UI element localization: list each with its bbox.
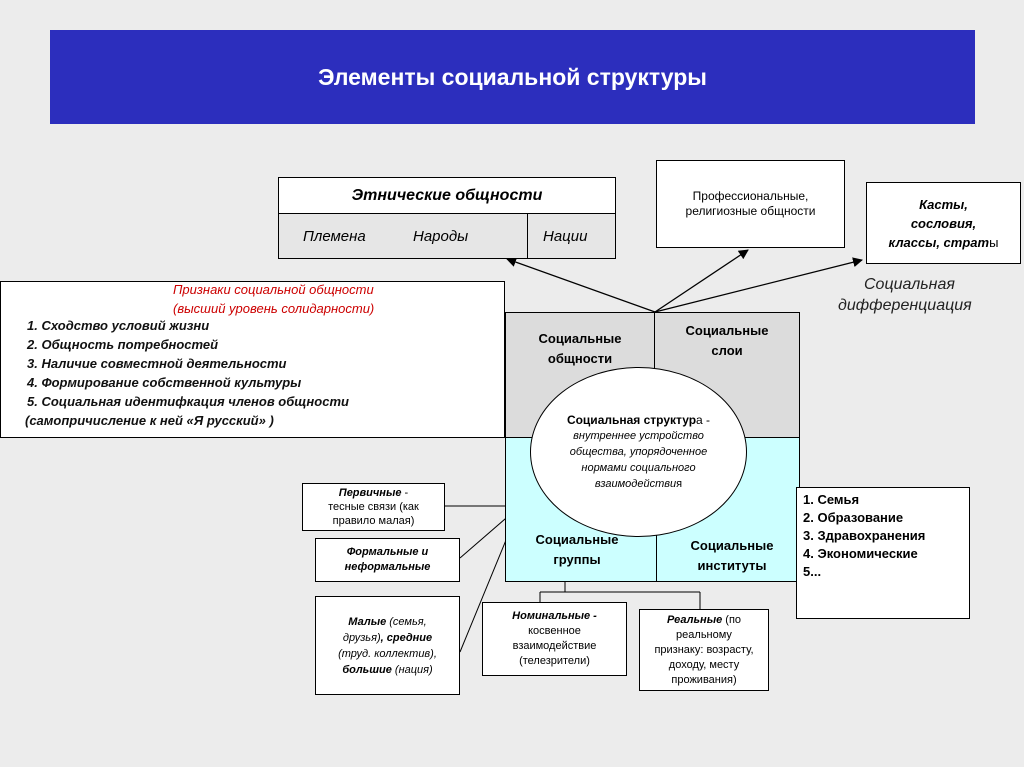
formal-line1: Формальные и — [346, 546, 429, 558]
castes-line3: классы, страты — [888, 234, 999, 250]
primary-line3: правило малая) — [332, 515, 415, 527]
nominal-line3: взаимодействие — [512, 640, 597, 652]
groups-label: Социальные группы — [535, 532, 619, 567]
structure-line4: нормами социального — [581, 462, 696, 474]
signs-heading: Признаки социальной общности (высший уро… — [173, 280, 374, 318]
professional-box: Профессиональные, религиозные общности — [656, 160, 845, 248]
signs-item: 5. Социальная идентифкация членов общнос… — [27, 394, 349, 409]
arrow-to-professional — [654, 249, 749, 313]
differentiation-label: Социальная дифференциация — [838, 274, 1018, 316]
ethnic-header: Этнические общности — [279, 178, 615, 214]
institutions-item: 3. Здравохранения — [803, 528, 926, 543]
ethnic-communities-box: Этнические общности Племена Народы Нации — [278, 177, 616, 259]
primary-line2: тесные связи (как — [328, 501, 419, 513]
ethnic-tribes: Племена — [303, 228, 366, 245]
professional-line2: религиозные общности — [685, 204, 816, 218]
institutions-item: 2. Образование — [803, 510, 904, 525]
differentiation-line2: дифференциация — [838, 297, 972, 314]
ethnic-peoples: Народы — [413, 228, 469, 245]
signs-item: 1. Сходство условий жизни — [27, 318, 210, 333]
size-line1: Малые (семья, — [348, 615, 427, 628]
structure-line1: Социальная структура - — [566, 413, 711, 427]
signs-heading-line2: (высший уровень солидарности) — [173, 301, 375, 316]
signs-item: 4. Формирование собственной культуры — [27, 375, 302, 390]
differentiation-line1: Социальная — [864, 276, 955, 293]
primary-groups-box: Первичные - тесные связи (как правило ма… — [302, 483, 445, 531]
size-line3: (труд. коллектив), — [338, 647, 437, 660]
structure-line3: общества, упорядоченное — [569, 446, 708, 458]
arrow-to-ethnic — [506, 257, 656, 313]
group-size-box: Малые (семья, друзья), средние (труд. ко… — [315, 596, 460, 695]
page-title: Элементы социальной структуры — [318, 63, 707, 90]
nominal-line4: (телезрители) — [519, 655, 590, 667]
real-line5: проживания) — [671, 673, 737, 686]
real-line2: реальному — [676, 628, 732, 641]
social-structure-ellipse: Социальная структура - внутреннее устрой… — [530, 367, 747, 537]
ethnic-subrow: Племена Народы Нации — [279, 214, 615, 258]
size-line2: друзья), средние — [342, 631, 433, 644]
institutions-item: 5... — [803, 564, 822, 579]
formal-groups-box: Формальные и неформальные — [315, 538, 460, 582]
title-banner: Элементы социальной структуры — [50, 30, 975, 124]
primary-line1: Первичные - — [338, 487, 409, 499]
institutions-item: 1. Семья — [803, 492, 860, 507]
ethnic-nations: Нации — [543, 228, 588, 245]
castes-line1: Касты, — [919, 196, 968, 212]
signs-heading-line1: Признаки социальной общности — [173, 282, 374, 297]
structure-line2: внутреннее устройство — [573, 430, 704, 442]
real-line4: доходу, месту — [668, 658, 740, 671]
arrow-to-castes — [654, 257, 863, 313]
layers-label: Социальные слои — [685, 323, 769, 358]
structure-line5: взаимодействия — [594, 478, 683, 490]
real-groups-box: Реальные (по реальному признаку: возраст… — [639, 609, 769, 691]
real-line1: Реальные (по — [666, 613, 742, 626]
nominal-line1: Номинальные - — [512, 610, 597, 622]
signs-item: (самопричисление к ней «Я русский» ) — [25, 413, 274, 428]
nominal-line2: косвенное — [528, 625, 581, 637]
professional-line1: Профессиональные, — [692, 189, 809, 203]
institutions-label: Социальные институты — [690, 538, 774, 573]
castes-line2: сословия, — [910, 215, 977, 231]
signs-box: Признаки социальной общности (высший уро… — [0, 281, 505, 438]
institutions-list-box: 1. Семья 2. Образование 3. Здравохранени… — [796, 487, 970, 619]
signs-list: 1. Сходство условий жизни 2. Общность по… — [25, 316, 349, 430]
communities-label: Социальные общности — [538, 331, 622, 366]
institutions-item: 4. Экономические — [803, 546, 918, 561]
signs-item: 2. Общность потребностей — [27, 337, 219, 352]
nominal-groups-box: Номинальные - косвенное взаимодействие (… — [482, 602, 627, 676]
formal-line2: неформальные — [344, 561, 431, 573]
castes-box: Касты, сословия, классы, страты — [866, 182, 1021, 264]
ethnic-divider — [527, 214, 528, 258]
real-line3: признаку: возрасту, — [654, 643, 754, 656]
size-line4: большие (нация) — [342, 663, 433, 676]
signs-item: 3. Наличие совместной деятельности — [27, 356, 287, 371]
